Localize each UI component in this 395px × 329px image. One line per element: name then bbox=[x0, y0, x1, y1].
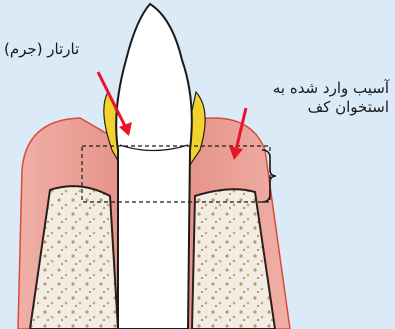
bone-damage-label: آسیب وارد شده به استخوان کف bbox=[273, 79, 389, 117]
bone-damage-line-1: آسیب وارد شده به bbox=[273, 79, 389, 98]
tartar-label: تارتار (جرم) bbox=[4, 40, 79, 59]
bone-damage-line-2: استخوان کف bbox=[273, 98, 389, 117]
tooth bbox=[116, 4, 192, 329]
